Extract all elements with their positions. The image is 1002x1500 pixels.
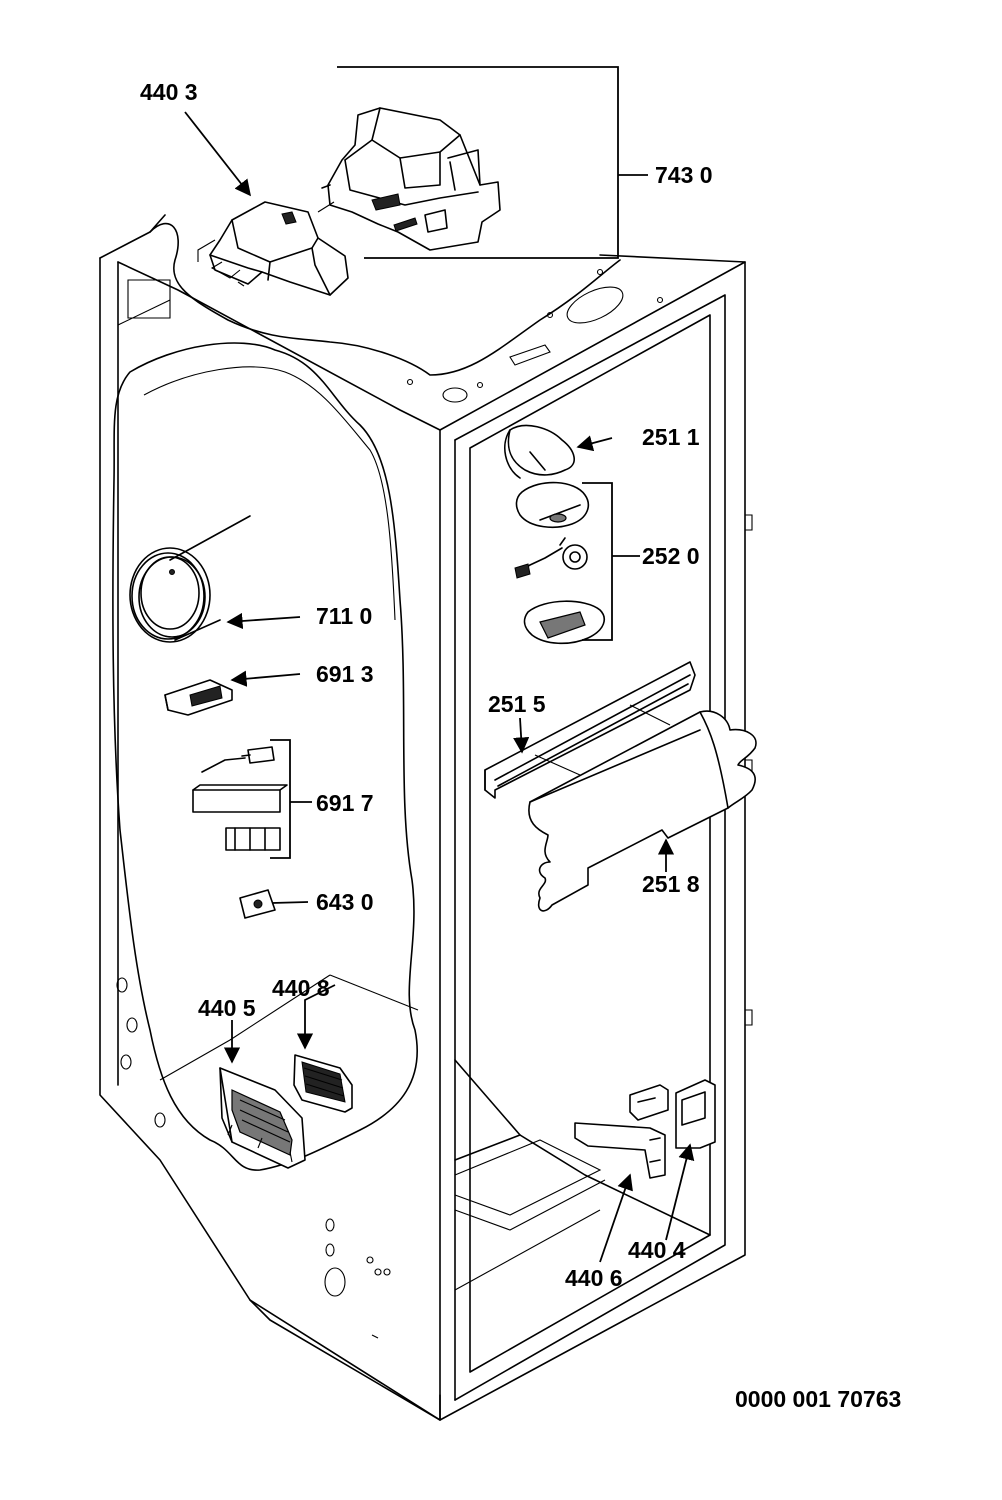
part-251-8-shelf-panel [528, 710, 757, 912]
label-440-4: 440 4 [628, 1237, 686, 1263]
label-643-0: 643 0 [316, 889, 374, 915]
label-691-7: 691 7 [316, 790, 374, 816]
label-251-8: 251 8 [642, 871, 700, 897]
part-251-1-lamp-cover [504, 424, 575, 479]
label-743-0: 743 0 [655, 162, 713, 188]
part-691-3-switch [164, 679, 233, 716]
part-440-5-drain-grille [219, 1067, 306, 1169]
label-251-5: 251 5 [488, 691, 546, 717]
part-711-0-tubing-coil [129, 515, 251, 643]
label-711-0: 711 0 [316, 603, 372, 629]
part-643-0-clip [239, 889, 276, 919]
label-440-6: 440 6 [565, 1265, 623, 1291]
part-440-3-component-housing [197, 201, 349, 296]
part-440-8-vent-grille [293, 1054, 353, 1113]
part-252-0-lamp-assembly [514, 481, 640, 645]
part-743-0-ice-dispenser-housing [321, 66, 648, 259]
label-691-3: 691 3 [316, 661, 374, 687]
label-440-8: 440 8 [272, 975, 330, 1001]
part-251-5-rail [484, 661, 696, 799]
label-440-3: 440 3 [140, 79, 198, 105]
part-691-7-sensor-kit [192, 739, 312, 859]
label-440-5: 440 5 [198, 995, 256, 1021]
label-252-0: 252 0 [642, 543, 700, 569]
document-number: 0000 001 70763 [735, 1386, 901, 1412]
part-440-6-bracket [574, 1122, 666, 1179]
label-251-1: 251 1 [642, 424, 700, 450]
leader-arrows [184, 111, 695, 1263]
part-440-4-bracket [629, 1079, 716, 1149]
